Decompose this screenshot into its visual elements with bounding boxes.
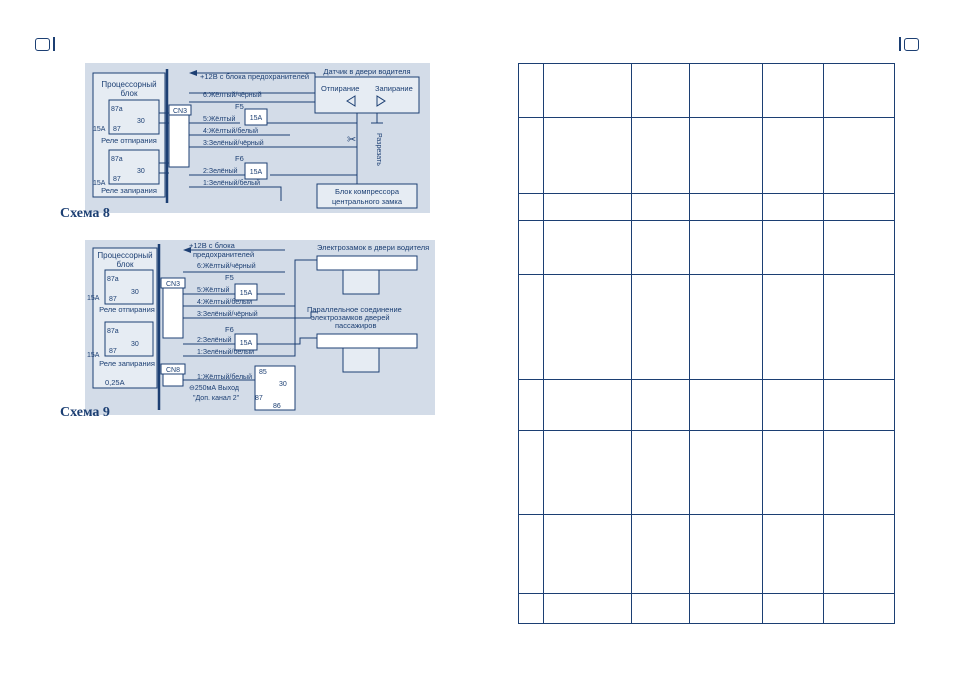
table-row-divider <box>519 274 894 275</box>
s9-cpu-line2: блок <box>117 260 134 269</box>
page-marker-left-bar <box>53 37 55 51</box>
s9-aux-wire: 1:Жёлтый/белый <box>197 373 252 381</box>
table-row-divider <box>519 379 894 380</box>
s8-relay-unlock: Реле отпирания <box>101 136 157 145</box>
table-col-divider <box>631 64 632 623</box>
s9-connector: CN3 <box>166 281 180 288</box>
s8-connector: CN3 <box>173 108 187 115</box>
table-col-divider <box>543 64 544 623</box>
scheme-9-caption: Схема 9 <box>60 405 110 420</box>
table-col-divider <box>689 64 690 623</box>
page-marker-right-icon <box>904 38 919 51</box>
s8-sensor-title: Датчик в двери водителя <box>323 67 410 76</box>
s9-aux-channel: "Доп. канал 2" <box>193 395 240 402</box>
s8-wire-6: 6:Жёлтый/чёрный <box>203 91 262 99</box>
s9-fuse-f6-value: 15A <box>240 340 253 347</box>
s8-fuse-f6-value: 15A <box>250 169 263 176</box>
s8-relay-lock: Реле запирания <box>101 186 157 195</box>
s8-r2-87a: 87a <box>111 156 123 163</box>
table-row-divider <box>519 220 894 221</box>
table-col-divider <box>823 64 824 623</box>
s8-r1-87: 87 <box>113 126 121 133</box>
s8-r2-30: 30 <box>137 168 145 175</box>
s9-driver-lock-label: Электрозамок в двери водителя <box>317 243 429 252</box>
s9-r1-87a: 87a <box>107 276 119 283</box>
s9-fuse-f5-value: 15A <box>240 290 253 297</box>
s8-compressor-line1: Блок компрессора <box>335 187 400 196</box>
s8-sensor-lock: Запирание <box>375 84 413 93</box>
s9-power-line1: +12В с блока <box>189 241 236 250</box>
s8-wire-2: 2:Зелёный <box>203 167 238 175</box>
s9-wire-5: 5:Жёлтый <box>197 286 230 294</box>
s9-relay-pin-85: 85 <box>259 369 267 376</box>
s9-r1-30: 30 <box>131 289 139 296</box>
s9-r1-fuse: 15А <box>87 295 100 302</box>
wiring-diagram-scheme-9: Процессорный блок 87a 30 87 15А Реле отп… <box>85 240 435 415</box>
page-marker-left-icon <box>35 38 50 51</box>
s9-wire-1: 1:Зелёный/белый <box>197 348 254 356</box>
s9-fuse-f6-label: F6 <box>225 325 234 334</box>
table-col-divider <box>762 64 763 623</box>
s9-r2-fuse: 15А <box>87 352 100 359</box>
s9-connector2: CN8 <box>166 367 180 374</box>
s8-cut-label: Разрезать <box>375 133 382 166</box>
s9-relay-pin-87: 87 <box>255 395 263 402</box>
s8-r1-fuse: 15А <box>93 126 106 133</box>
s9-aux-out: ⊖250мА Выход <box>189 385 239 392</box>
table-row-divider <box>519 593 894 594</box>
scheme-8-caption: Схема 8 <box>60 206 110 221</box>
wiring-diagram-scheme-8: Процессорный блок 87a 30 87 15А Реле отп… <box>85 63 430 213</box>
s8-r2-fuse: 15А <box>93 180 106 187</box>
s8-scissors-icon: ✂ <box>347 134 356 146</box>
s9-power-line2: предохранителей <box>193 250 254 259</box>
s8-cpu-line2: блок <box>121 89 138 98</box>
s8-wire-1: 1:Зелёный/белый <box>203 179 260 187</box>
table-row-divider <box>519 514 894 515</box>
table-row-divider <box>519 117 894 118</box>
table-row-divider <box>519 193 894 194</box>
s9-cpu-line1: Процессорный <box>97 251 152 260</box>
s9-wire-6: 6:Жёлтый/чёрный <box>197 262 256 270</box>
s9-parallel-line3: пассажиров <box>335 321 376 330</box>
s9-relay-pin-30: 30 <box>279 381 287 388</box>
s8-r1-87a: 87a <box>111 106 123 113</box>
s8-cpu-line1: Процессорный <box>101 80 156 89</box>
s8-sensor-unlock: Отпирание <box>321 84 359 93</box>
s9-relay-lock: Реле запирания <box>99 359 155 368</box>
s8-r2-87: 87 <box>113 176 121 183</box>
s8-wire-5: 5:Жёлтый <box>203 115 236 123</box>
s9-relay-pin-86: 86 <box>273 403 281 410</box>
s9-parallel-line1: Параллельное соединение <box>307 305 402 314</box>
s9-parallel-line2: электрозамков дверей <box>311 313 390 322</box>
s8-r1-30: 30 <box>137 118 145 125</box>
s9-r2-87a: 87a <box>107 328 119 335</box>
s8-fuse-f6-label: F6 <box>235 154 244 163</box>
s9-fuse-f5-label: F5 <box>225 273 234 282</box>
s9-relay-unlock: Реле отпирания <box>99 305 155 314</box>
s8-compressor-line2: центрального замка <box>332 197 403 206</box>
empty-table-grid <box>518 63 895 624</box>
s8-fuse-f5-value: 15A <box>250 115 263 122</box>
s8-fuse-f5-label: F5 <box>235 102 244 111</box>
s8-power-label: +12В с блока предохранителей <box>200 72 309 81</box>
s9-wire-3: 3:Зелёный/чёрный <box>197 310 258 318</box>
s9-r1-87: 87 <box>109 296 117 303</box>
page-marker-right-bar <box>899 37 901 51</box>
s9-wire-4: 4:Жёлтый/белый <box>197 298 252 306</box>
s9-r2-30: 30 <box>131 341 139 348</box>
s8-wire-4: 4:Жёлтый/белый <box>203 127 258 135</box>
s9-r2-87: 87 <box>109 348 117 355</box>
s9-wire-2: 2:Зелёный <box>197 336 232 344</box>
table-row-divider <box>519 430 894 431</box>
s8-wire-3: 3:Зелёный/чёрный <box>203 139 264 147</box>
s9-fuse-small: 0,25A <box>105 378 125 387</box>
